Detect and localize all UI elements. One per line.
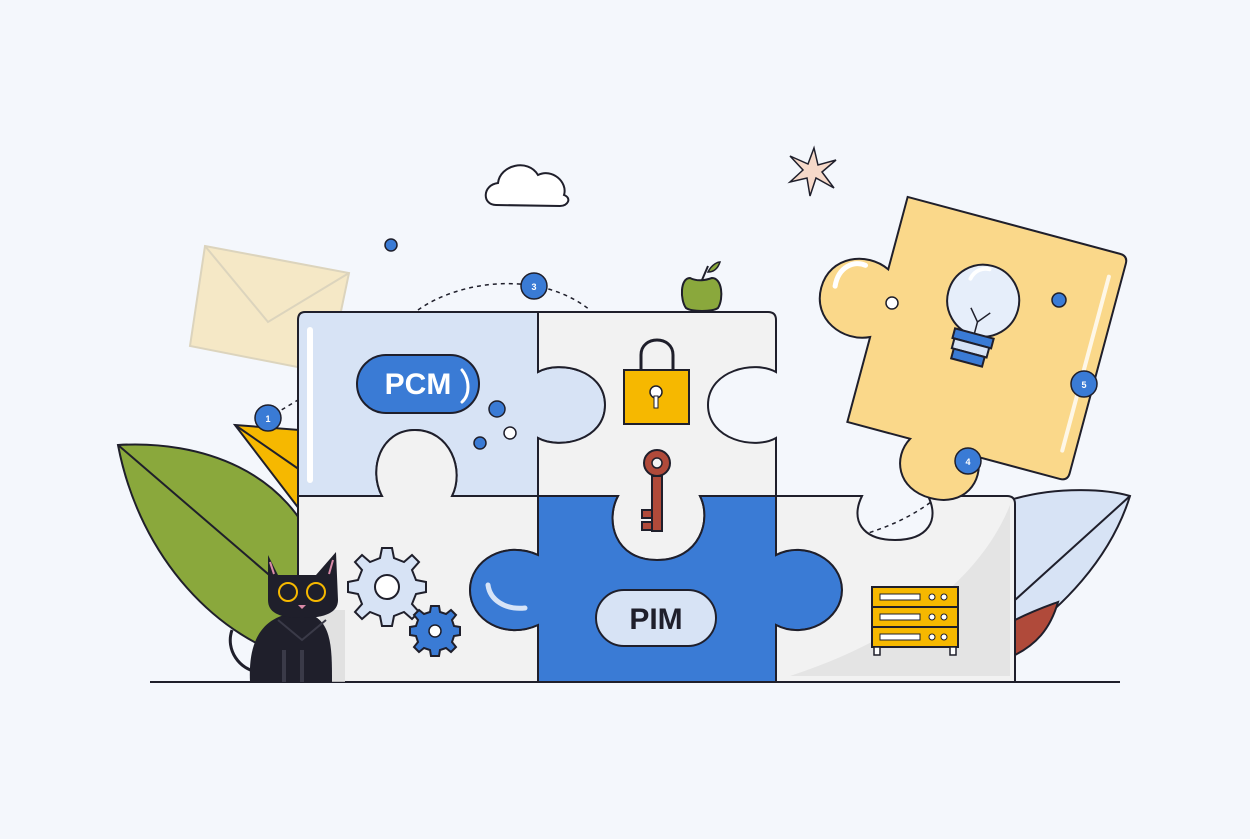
step-marker-label: 1	[265, 414, 270, 424]
dot-decoration	[384, 238, 398, 252]
dot-decoration	[885, 296, 899, 310]
step-marker-5: 5	[1070, 370, 1098, 398]
apple-icon	[680, 261, 723, 312]
cat-illustration	[228, 552, 338, 682]
key-icon	[641, 449, 671, 532]
server-icon	[871, 586, 959, 656]
step-marker-3: 3	[520, 272, 548, 300]
gear-icon	[409, 605, 461, 657]
cloud-icon	[484, 164, 570, 208]
step-marker-label: 4	[965, 457, 970, 467]
dashed-path	[267, 399, 299, 419]
lightbulb-icon	[946, 263, 1021, 368]
dot-decoration	[473, 436, 487, 450]
gear-icon	[347, 547, 427, 627]
pim-badge: PIM	[595, 589, 717, 647]
step-marker-label: 5	[1081, 380, 1086, 390]
step-marker-1: 1	[254, 404, 282, 432]
dashed-path	[417, 282, 591, 311]
step-marker-4: 4	[954, 447, 982, 475]
sparkle-icon	[787, 145, 837, 197]
pcm-badge: PCM	[356, 354, 480, 414]
pcm-label: PCM	[385, 368, 452, 401]
step-marker-label: 3	[531, 282, 536, 292]
leaf-icon	[1008, 489, 1132, 657]
pim-label: PIM	[629, 603, 682, 636]
padlock-icon	[623, 338, 690, 425]
dot-decoration	[1051, 292, 1067, 308]
dot-decoration	[503, 426, 517, 440]
dot-decoration	[488, 400, 506, 418]
